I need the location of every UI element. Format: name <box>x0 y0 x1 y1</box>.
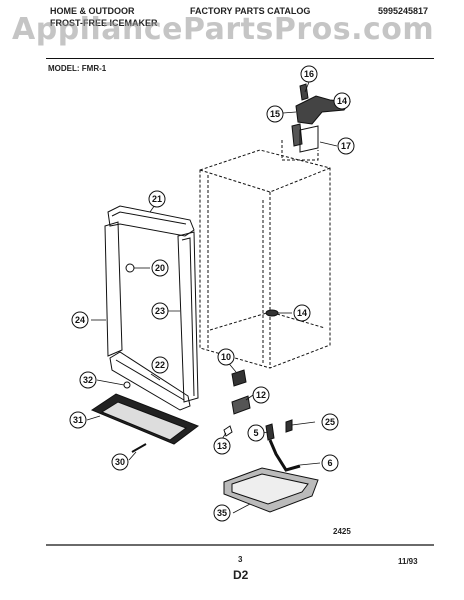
callout-circle <box>151 259 169 277</box>
model-label: MODEL: FMR-1 <box>48 64 107 73</box>
callout-circle <box>151 302 169 320</box>
washer-part <box>123 381 131 389</box>
screw-small-part <box>285 419 293 433</box>
callout-label: 31 <box>73 415 83 425</box>
callout-label: 14 <box>337 96 347 106</box>
callout-label: 6 <box>327 458 332 468</box>
callout-circle <box>321 413 339 431</box>
fitting-part <box>265 423 275 441</box>
figure-number: 2425 <box>333 527 351 536</box>
callout-label: 23 <box>155 306 165 316</box>
callout-circle <box>337 137 355 155</box>
footer-date: 11/93 <box>398 557 418 566</box>
header-rule <box>46 58 434 59</box>
callout-label: 25 <box>325 417 335 427</box>
callout-group: 16 14 15 17 21 20 23 24 14 22 10 32 12 31 25 13 5 30 6 35 <box>69 65 355 522</box>
valve-part <box>231 395 251 415</box>
callout-label: 22 <box>155 360 165 370</box>
drawer-front <box>90 393 200 445</box>
callout-circle <box>213 437 231 455</box>
callout-circle <box>293 304 311 322</box>
callout-label: 16 <box>304 69 314 79</box>
callout-label: 20 <box>155 263 165 273</box>
callout-circle <box>213 504 231 522</box>
callout-label: 30 <box>115 457 125 467</box>
callout-circle <box>300 65 318 83</box>
cabinet-outline <box>199 140 331 369</box>
callout-label: 12 <box>256 390 266 400</box>
plug-part <box>265 309 279 317</box>
header-left-line2: FROST-FREE ICEMAKER <box>50 18 158 28</box>
callout-circle <box>252 386 270 404</box>
callout-circle <box>321 454 339 472</box>
callout-circle <box>69 411 87 429</box>
callout-label: 21 <box>152 194 162 204</box>
callout-label: 24 <box>75 315 85 325</box>
watermark-text: AppliancePartsPros.com <box>12 12 435 47</box>
screw-part <box>131 443 147 453</box>
section-code: D2 <box>233 568 249 582</box>
callout-label: 15 <box>270 109 280 119</box>
callout-circle <box>247 424 265 442</box>
header-left-line1: HOME & OUTDOOR <box>50 6 135 16</box>
callout-circle <box>148 190 166 208</box>
header-part-number: 5995245817 <box>378 6 429 16</box>
clip-part <box>125 263 135 273</box>
drain-tube <box>268 439 301 472</box>
callout-circle <box>111 453 129 471</box>
callout-circle <box>333 92 351 110</box>
callout-circle <box>217 348 235 366</box>
drain-pan <box>223 467 319 513</box>
callout-circle <box>151 356 169 374</box>
callout-label: 14 <box>297 308 307 318</box>
page-number: 3 <box>238 555 243 564</box>
header-catalog-title: FACTORY PARTS CATALOG <box>190 6 311 16</box>
callout-circle <box>266 105 284 123</box>
callout-circle <box>71 311 89 329</box>
bracket-part <box>231 369 247 387</box>
callout-circle <box>79 371 97 389</box>
callout-label: 35 <box>217 508 227 518</box>
callout-label: 5 <box>253 428 258 438</box>
gasket-frame <box>104 205 199 411</box>
callout-label: 10 <box>221 352 231 362</box>
callout-label: 17 <box>341 141 351 151</box>
callout-label: 32 <box>83 375 93 385</box>
callout-label: 13 <box>217 441 227 451</box>
